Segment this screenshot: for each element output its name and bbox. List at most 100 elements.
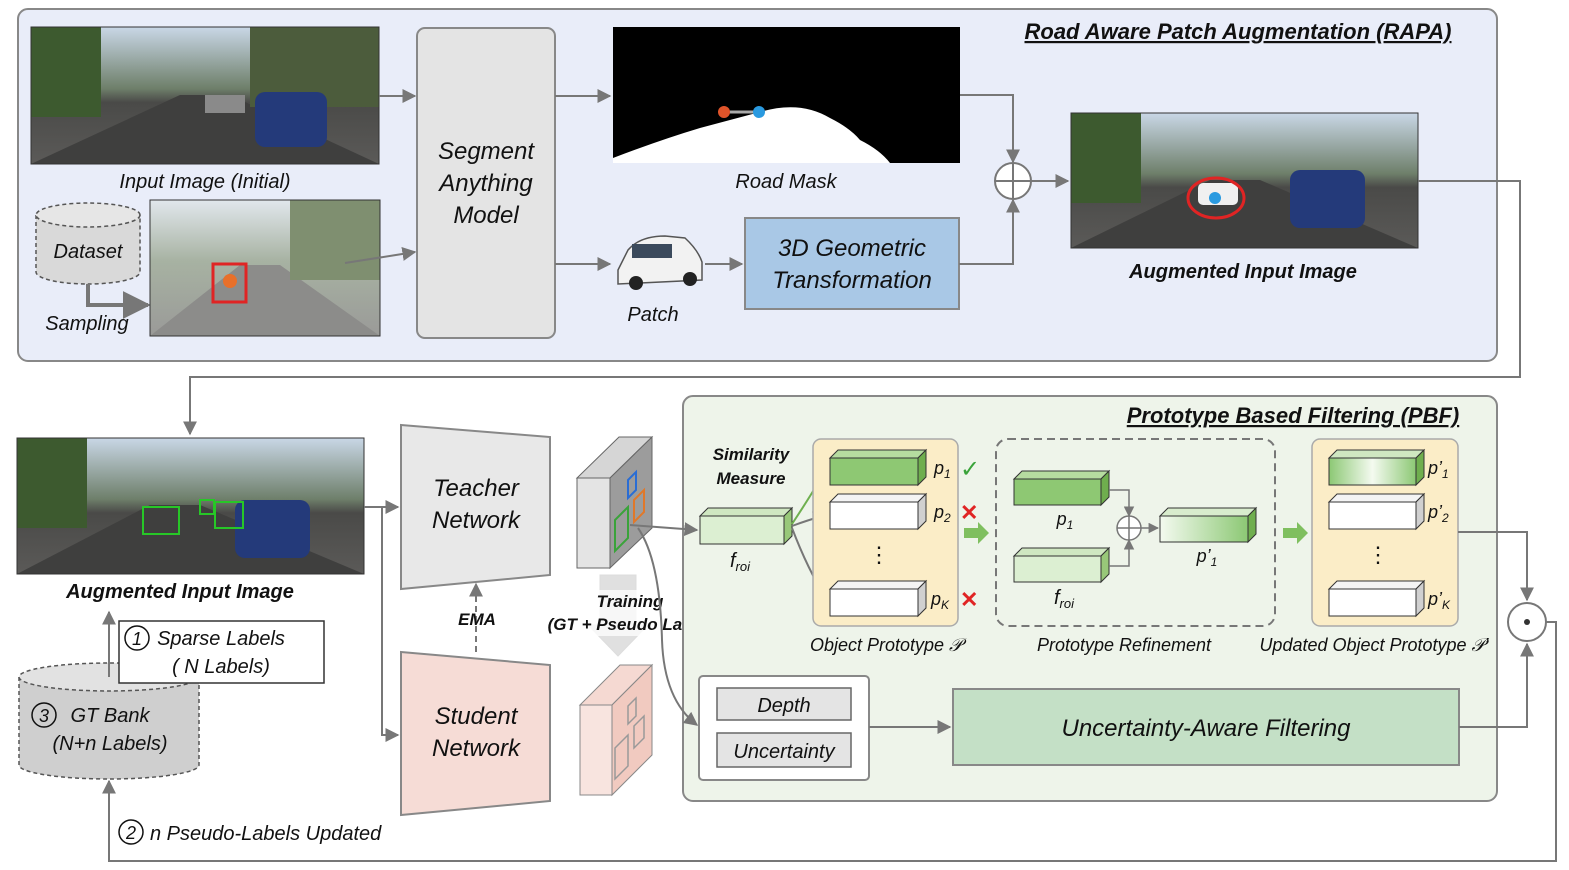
prototype-p1-bar xyxy=(828,448,928,487)
dataset-label: Dataset xyxy=(54,241,124,263)
road-mask-image xyxy=(613,27,960,163)
updated-pk-bar xyxy=(1327,579,1426,618)
feature-to-froi-arrow xyxy=(629,522,699,537)
refined-label: p’1 xyxy=(1196,546,1218,569)
step2-circle xyxy=(118,819,144,845)
teacher-feature-map xyxy=(575,435,654,570)
p1-label: p1 xyxy=(933,458,951,481)
refine-p1-bar xyxy=(1012,469,1111,507)
gt-bank-line1: GT Bank xyxy=(71,705,151,727)
prototype-p2-bar xyxy=(828,492,928,531)
sam-label-line3: Model xyxy=(453,202,519,229)
student-label-line2: Network xyxy=(432,735,522,762)
refine-sum-plus-icon xyxy=(1116,515,1142,541)
similarity-label-line2: Measure xyxy=(717,469,786,488)
pk-label: pK xyxy=(930,589,950,612)
geo-label-line1: 3D Geometric xyxy=(778,235,926,262)
student-label-line1: Student xyxy=(435,703,519,730)
updated-p1-bar xyxy=(1327,448,1426,487)
step3-number: 3 xyxy=(39,706,49,726)
up1-label: p’1 xyxy=(1427,458,1449,481)
car-patch-icon xyxy=(617,235,703,290)
up2-label: p’2 xyxy=(1427,502,1449,525)
student-feature-map xyxy=(578,663,654,797)
p1-to-sum-arrow xyxy=(1109,489,1135,518)
prototype-refinement-label: Prototype Refinement xyxy=(1037,635,1212,655)
step1-circle xyxy=(124,625,150,651)
road-mask-label: Road Mask xyxy=(735,171,837,193)
prototype-pk-bar xyxy=(828,579,928,618)
uaf-label: Uncertainty-Aware Filtering xyxy=(1062,715,1352,742)
pbf-title: Prototype Based Filtering (PBF) xyxy=(1127,403,1459,428)
augmented-label-bottom: Augmented Input Image xyxy=(65,581,294,603)
depth-label: Depth xyxy=(757,695,810,717)
refine-froi-bar xyxy=(1012,546,1111,584)
augmented-image-thumbnail-top xyxy=(1070,112,1419,249)
prototype-refinement-box xyxy=(995,438,1276,627)
pk-cross-icon: ✕ xyxy=(960,587,978,612)
object-prototype-box xyxy=(812,438,959,627)
sam-label-line2: Anything xyxy=(437,170,533,197)
sparse-labels-line1: Sparse Labels xyxy=(157,628,285,650)
mask-to-combine-arrow xyxy=(960,94,1020,164)
froi-feature-bar xyxy=(698,506,794,546)
student-network-block xyxy=(400,650,551,817)
sampling-arrow xyxy=(86,284,151,319)
prototype-to-odot-arrow xyxy=(1458,531,1534,602)
depth-box xyxy=(716,687,852,721)
prototype-dots: ⋮ xyxy=(868,542,890,567)
training-label-line1: Training xyxy=(597,592,664,611)
sparse-labels-box xyxy=(118,620,325,684)
step3-circle xyxy=(31,702,57,728)
updated-prototype-dots: ⋮ xyxy=(1367,542,1389,567)
to-updated-arrow-icon xyxy=(1283,522,1308,544)
refine-p1-label: p1 xyxy=(1056,509,1074,532)
sam-label-line1: Segment xyxy=(438,138,535,165)
augmented-image-thumbnail-bottom xyxy=(16,437,365,575)
to-refinement-arrow-icon xyxy=(964,522,989,544)
p2-label: p2 xyxy=(933,502,951,525)
step2-number: 2 xyxy=(125,823,136,843)
froi-to-sum-arrow xyxy=(1109,538,1135,567)
step1-number: 1 xyxy=(132,629,142,649)
sam-box xyxy=(416,27,556,339)
sample-to-sam-arrow xyxy=(344,247,417,264)
upk-label: p’K xyxy=(1427,589,1451,612)
teacher-label-line2: Network xyxy=(432,507,522,534)
image-to-student-arrow xyxy=(381,507,400,742)
object-prototype-label: Object Prototype 𝒫 xyxy=(810,635,967,655)
rapa-title: Road Aware Patch Augmentation (RAPA) xyxy=(1025,19,1452,44)
geo-to-combine-arrow xyxy=(959,198,1020,265)
sampled-image-thumbnail xyxy=(149,199,381,337)
geometric-transform-box xyxy=(744,217,960,310)
updated-p2-bar xyxy=(1327,492,1426,531)
patch-label: Patch xyxy=(627,304,678,326)
teacher-network-block xyxy=(400,423,551,591)
updated-prototype-label: Updated Object Prototype 𝒫’ xyxy=(1259,635,1489,655)
teacher-label-line1: Teacher xyxy=(433,475,520,502)
training-label-line2: (GT + Pseudo Label) xyxy=(548,615,713,634)
odot-center-dot xyxy=(1524,619,1530,625)
input-image-thumbnail xyxy=(30,26,380,165)
similarity-label-line1: Similarity xyxy=(713,445,791,464)
p2-cross-icon: ✕ xyxy=(960,500,978,525)
froi-label: froi xyxy=(730,550,751,574)
pseudo-labels-updated-label: n Pseudo-Labels Updated xyxy=(150,823,382,845)
gt-bank-line2: (N+n Labels) xyxy=(52,733,167,755)
sparse-labels-line2: ( N Labels) xyxy=(172,656,270,678)
uncertainty-box xyxy=(716,732,852,768)
uncertainty-aware-filtering-box xyxy=(952,688,1460,766)
augmented-label-top: Augmented Input Image xyxy=(1128,261,1357,283)
feature-to-depth-arrow xyxy=(637,527,699,726)
uncertainty-label: Uncertainty xyxy=(733,741,835,763)
ema-label: EMA xyxy=(458,610,496,629)
input-image-label: Input Image (Initial) xyxy=(119,171,290,193)
refined-prototype-bar xyxy=(1158,506,1258,544)
combine-plus-icon xyxy=(994,162,1032,200)
rapa-to-main-connector xyxy=(183,180,1521,436)
dataset-cylinder-icon xyxy=(35,202,141,285)
uaf-to-odot-arrow xyxy=(1459,642,1534,728)
geo-label-line2: Transformation xyxy=(772,267,932,294)
p1-check-icon: ✓ xyxy=(960,456,980,483)
